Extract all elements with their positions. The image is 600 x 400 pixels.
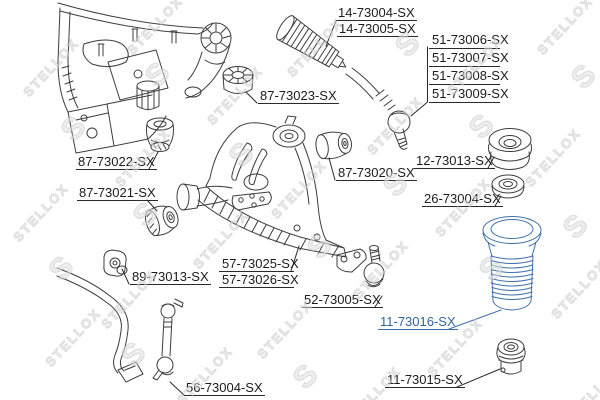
steering-bellow-drawing — [276, 15, 347, 69]
part-label-tie-rod-end-c[interactable]: 51-73008-SX — [429, 67, 509, 85]
stabilizer-bushing-drawing — [103, 249, 128, 277]
control-arm-drawing — [176, 115, 347, 258]
strut-bearing-drawing — [491, 174, 525, 199]
leader-lines — [121, 20, 502, 396]
part-label-strut-mount[interactable]: 12-73013-SX — [414, 153, 495, 169]
part-label-stabilizer-link[interactable]: 56-73004-SX — [184, 380, 265, 396]
stabilizer-link-drawing — [152, 298, 184, 381]
ball-joint-drawing — [336, 245, 385, 288]
dust-boot-drawing — [482, 216, 542, 311]
bump-stop-drawing — [496, 338, 526, 375]
control-arm-front-bushing-drawing — [145, 205, 179, 237]
subframe-drawing — [57, 2, 232, 154]
part-label-steering-bellow-a[interactable]: 14-73004-SX — [336, 5, 417, 21]
control-arm-label-group: 57-73025-SX 57-73026-SX — [219, 256, 299, 288]
tie-rod-end-drawing — [345, 67, 411, 150]
part-label-subframe-bushing-front[interactable]: 87-73022-SX — [76, 154, 157, 170]
part-label-strut-bearing[interactable]: 26-73004-SX — [422, 191, 503, 207]
part-label-shock-dust-boot-highlighted[interactable]: 11-73016-SX — [378, 314, 458, 330]
part-label-steering-bellow-b[interactable]: 14-73005-SX — [337, 21, 418, 37]
strut-mount-drawing — [488, 128, 532, 170]
part-label-tie-rod-end-b[interactable]: 51-73007-SX — [429, 49, 509, 67]
part-label-control-arm-a[interactable]: 57-73025-SX — [219, 256, 299, 272]
part-label-control-arm-rear-bushing[interactable]: 87-73020-SX — [336, 165, 417, 181]
part-label-tie-rod-end-d[interactable]: 51-73009-SX — [429, 85, 509, 103]
part-label-control-arm-b[interactable]: 57-73026-SX — [219, 272, 299, 288]
tie-rod-end-label-group: 51-73006-SX 51-73007-SX 51-73008-SX 51-7… — [429, 31, 509, 103]
part-label-stabilizer-bushing[interactable]: 89-73013-SX — [130, 269, 211, 285]
part-label-subframe-bushing-rear[interactable]: 87-73023-SX — [258, 88, 339, 104]
stabilizer-bar-drawing — [56, 267, 144, 383]
part-label-ball-joint[interactable]: 52-73005-SX — [302, 292, 383, 308]
part-label-tie-rod-end-a[interactable]: 51-73006-SX — [429, 31, 509, 49]
subframe-bushing-rear-drawing — [222, 66, 254, 94]
subframe-bushing-front-drawing — [146, 117, 174, 152]
control-arm-rear-bushing-drawing — [315, 131, 352, 160]
part-label-control-arm-front-bushing[interactable]: 87-73021-SX — [77, 185, 158, 201]
part-label-bump-stop[interactable]: 11-73015-SX — [385, 372, 465, 388]
